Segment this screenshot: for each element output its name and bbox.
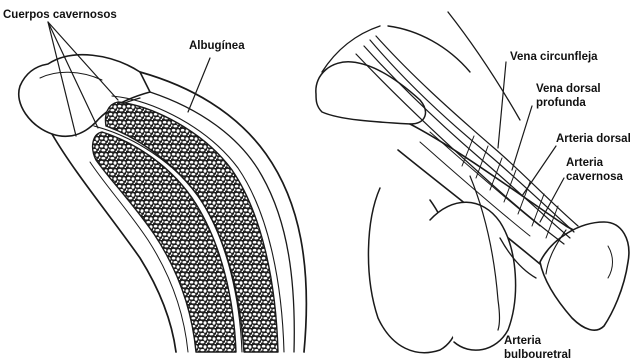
thigh-line	[448, 12, 520, 120]
label-arteria-bulbouretral-2: bulbouretral	[504, 349, 571, 361]
circumflex-vein-4	[504, 170, 516, 202]
pointer-arteria-cavernosa	[540, 178, 564, 222]
label-arteria-cavernosa-1: Arteria	[566, 157, 604, 169]
label-vena-dorsal-profunda-1: Vena dorsal	[536, 83, 601, 95]
circumflex-vein-2	[476, 146, 488, 178]
label-vena-circunfleja: Vena circunfleja	[510, 51, 598, 63]
label-arteria-dorsal: Arteria dorsal	[556, 133, 631, 145]
pointer-vena-circunfleja	[498, 62, 506, 148]
pointer-albuginea	[188, 58, 210, 112]
label-vena-dorsal-profunda-2: profunda	[536, 97, 586, 109]
label-arteria-bulbouretral-1: Arteria	[504, 335, 542, 347]
label-albuginea: Albugínea	[189, 40, 245, 52]
label-arteria-cavernosa-2: cavernosa	[566, 171, 624, 183]
pointer-arteria-dorsal	[522, 146, 556, 196]
left-penis-section	[19, 22, 307, 352]
label-cuerpos-cavernosos: Cuerpos cavernosos	[3, 9, 117, 21]
body-wall-right	[388, 26, 470, 72]
pointer-vena-dorsal	[512, 106, 532, 170]
glans-right	[540, 222, 629, 330]
